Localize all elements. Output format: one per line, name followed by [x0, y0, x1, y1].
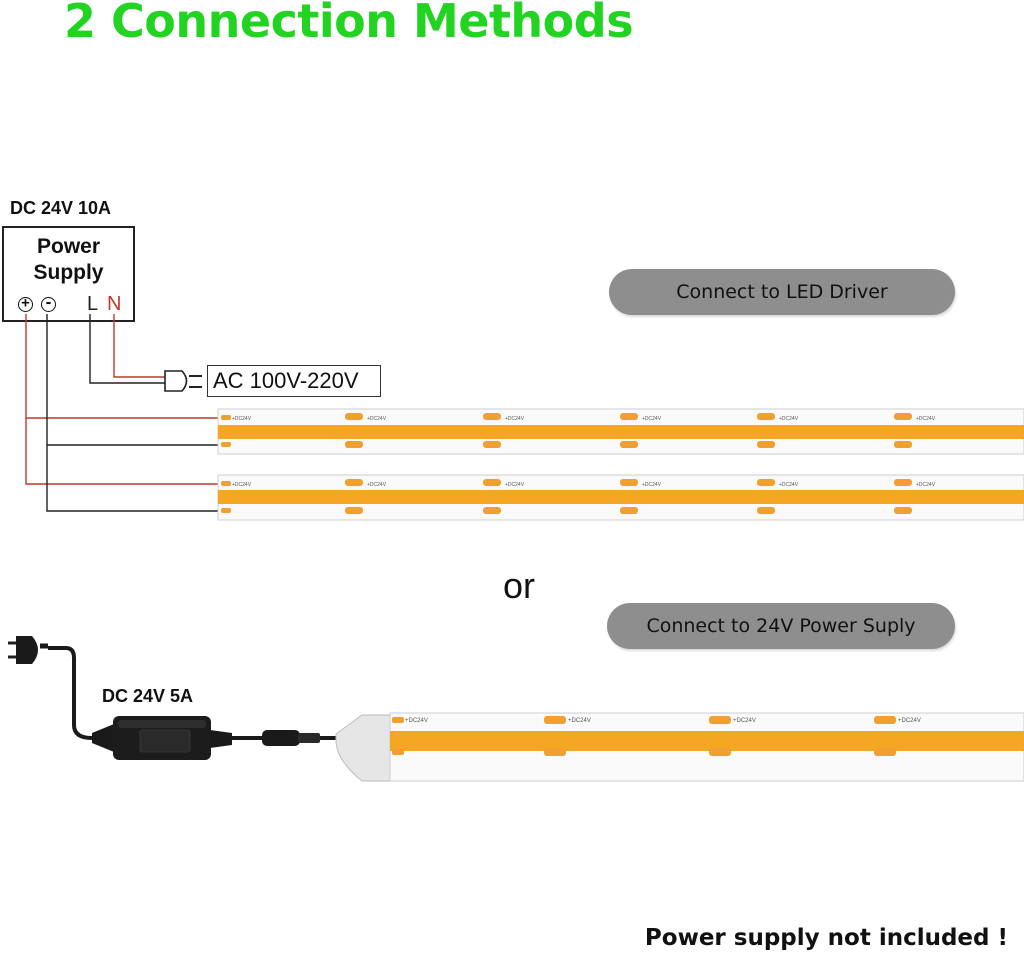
strip-mark-plus: +DC24V	[642, 482, 662, 488]
strip-mark-plus: +DC24V	[642, 416, 662, 422]
negative-terminal-icon: -	[41, 296, 56, 312]
strip-mark-plus: +DC24V	[505, 482, 525, 488]
strip-mark-plus: +DC24V	[779, 482, 799, 488]
power-supply-spec: DC 24V 10A	[10, 198, 112, 218]
or-separator: or	[503, 565, 536, 606]
strip-mark-plus: +DC24V	[232, 482, 252, 488]
ac-plug-icon	[164, 370, 202, 392]
led-strip-1: +DC24V +DC24V +DC24V +DC24V +DC24V +DC24…	[217, 408, 1024, 455]
live-wire	[89, 314, 165, 384]
power-adapter-icon	[92, 716, 232, 760]
dc-connector-icon	[262, 730, 338, 746]
positive-wire-strip1	[25, 314, 218, 419]
power-supply-box: Power Supply + - L N	[2, 226, 135, 322]
strip-mark-plus: +DC24V	[898, 718, 921, 724]
negative-wire-strip2	[46, 445, 218, 512]
strip-mark-plus: +DC24V	[505, 416, 525, 422]
strip-mark-plus: +DC24V	[779, 416, 799, 422]
neutral-wire	[113, 314, 165, 378]
eu-plug-icon	[8, 636, 48, 664]
strip-mark-plus: +DC24V	[367, 482, 387, 488]
strip-mark-plus: +DC24V	[916, 482, 936, 488]
ac-input-label: AC 100V-220V	[207, 365, 381, 397]
ac-cable	[48, 646, 114, 740]
live-terminal: L	[87, 293, 99, 315]
led-strip-3: +DC24V +DC24V +DC24V +DC24V	[389, 712, 1024, 782]
positive-terminal-icon: +	[18, 296, 33, 312]
strip-mark-plus: +DC24V	[232, 416, 252, 422]
strip-end-cap	[335, 714, 393, 782]
strip-mark-plus: +DC24V	[405, 718, 428, 724]
connect-24v-power-supply-pill: Connect to 24V Power Suply	[607, 603, 955, 649]
disclaimer-text: Power supply not included !	[644, 925, 1008, 951]
power-supply-label-line1: Power	[36, 235, 101, 258]
positive-wire-strip2	[25, 418, 218, 485]
strip-mark-plus: +DC24V	[367, 416, 387, 422]
page-title: 2 Connection Methods	[64, 0, 634, 48]
neutral-terminal: N	[107, 293, 122, 315]
adapter-spec: DC 24V 5A	[102, 686, 194, 706]
strip-mark-plus: +DC24V	[733, 718, 756, 724]
strip-mark-plus: +DC24V	[916, 416, 936, 422]
connect-led-driver-pill: Connect to LED Driver	[609, 269, 955, 315]
strip-mark-plus: +DC24V	[568, 718, 591, 724]
negative-wire-strip1	[46, 314, 218, 446]
power-supply-label-line2: Supply	[33, 261, 104, 284]
led-strip-2: +DC24V +DC24V +DC24V +DC24V +DC24V +DC24…	[217, 474, 1024, 521]
